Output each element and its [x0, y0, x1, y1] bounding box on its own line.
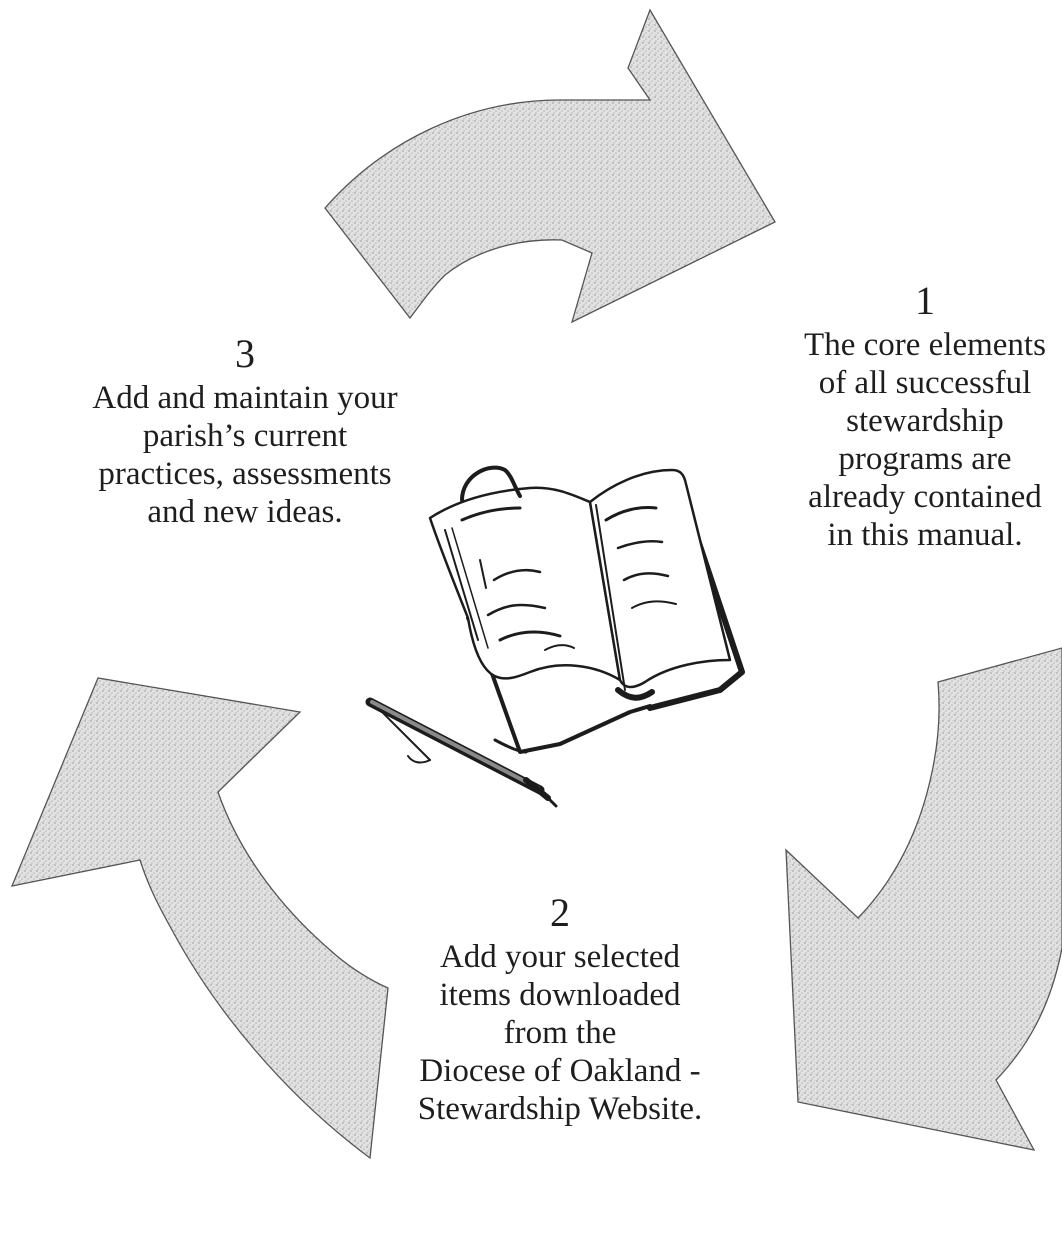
step-text-line: Add and maintain your: [92, 380, 398, 416]
step-text-line: in this manual.: [827, 517, 1023, 553]
open-book-with-pen-icon: [365, 465, 745, 808]
step-text-line: parish’s current: [142, 418, 348, 454]
step-number: 3: [235, 331, 255, 376]
step-text-line: items downloaded: [439, 977, 681, 1013]
step-text-line: stewardship: [846, 403, 1004, 439]
step-text-line: of all successful: [818, 365, 1032, 401]
cycle-arrow-top-icon: [324, 8, 776, 324]
step-2-text: 2 Add your selected items downloaded fro…: [395, 890, 725, 1128]
step-text-line: Add your selected: [439, 939, 681, 975]
step-text-line: Diocese of Oakland -: [419, 1053, 701, 1089]
step-number: 2: [550, 890, 570, 935]
step-text-line: and new ideas.: [147, 494, 343, 530]
step-3-text: 3 Add and maintain your parish’s current…: [45, 331, 445, 531]
step-number: 1: [915, 278, 935, 323]
step-text-line: The core elements: [804, 327, 1046, 363]
cycle-arrow-right-icon: [785, 647, 1062, 1151]
step-text-line: practices, assessments: [98, 456, 392, 492]
step-text-line: programs are: [838, 441, 1012, 477]
step-text-line: Stewardship Website.: [417, 1091, 703, 1127]
cycle-arrow-left-icon: [10, 677, 389, 1160]
step-text-line: from the: [503, 1015, 617, 1051]
step-text-line: already contained: [808, 479, 1042, 515]
step-1-text: 1 The core elements of all successful st…: [760, 278, 1062, 554]
